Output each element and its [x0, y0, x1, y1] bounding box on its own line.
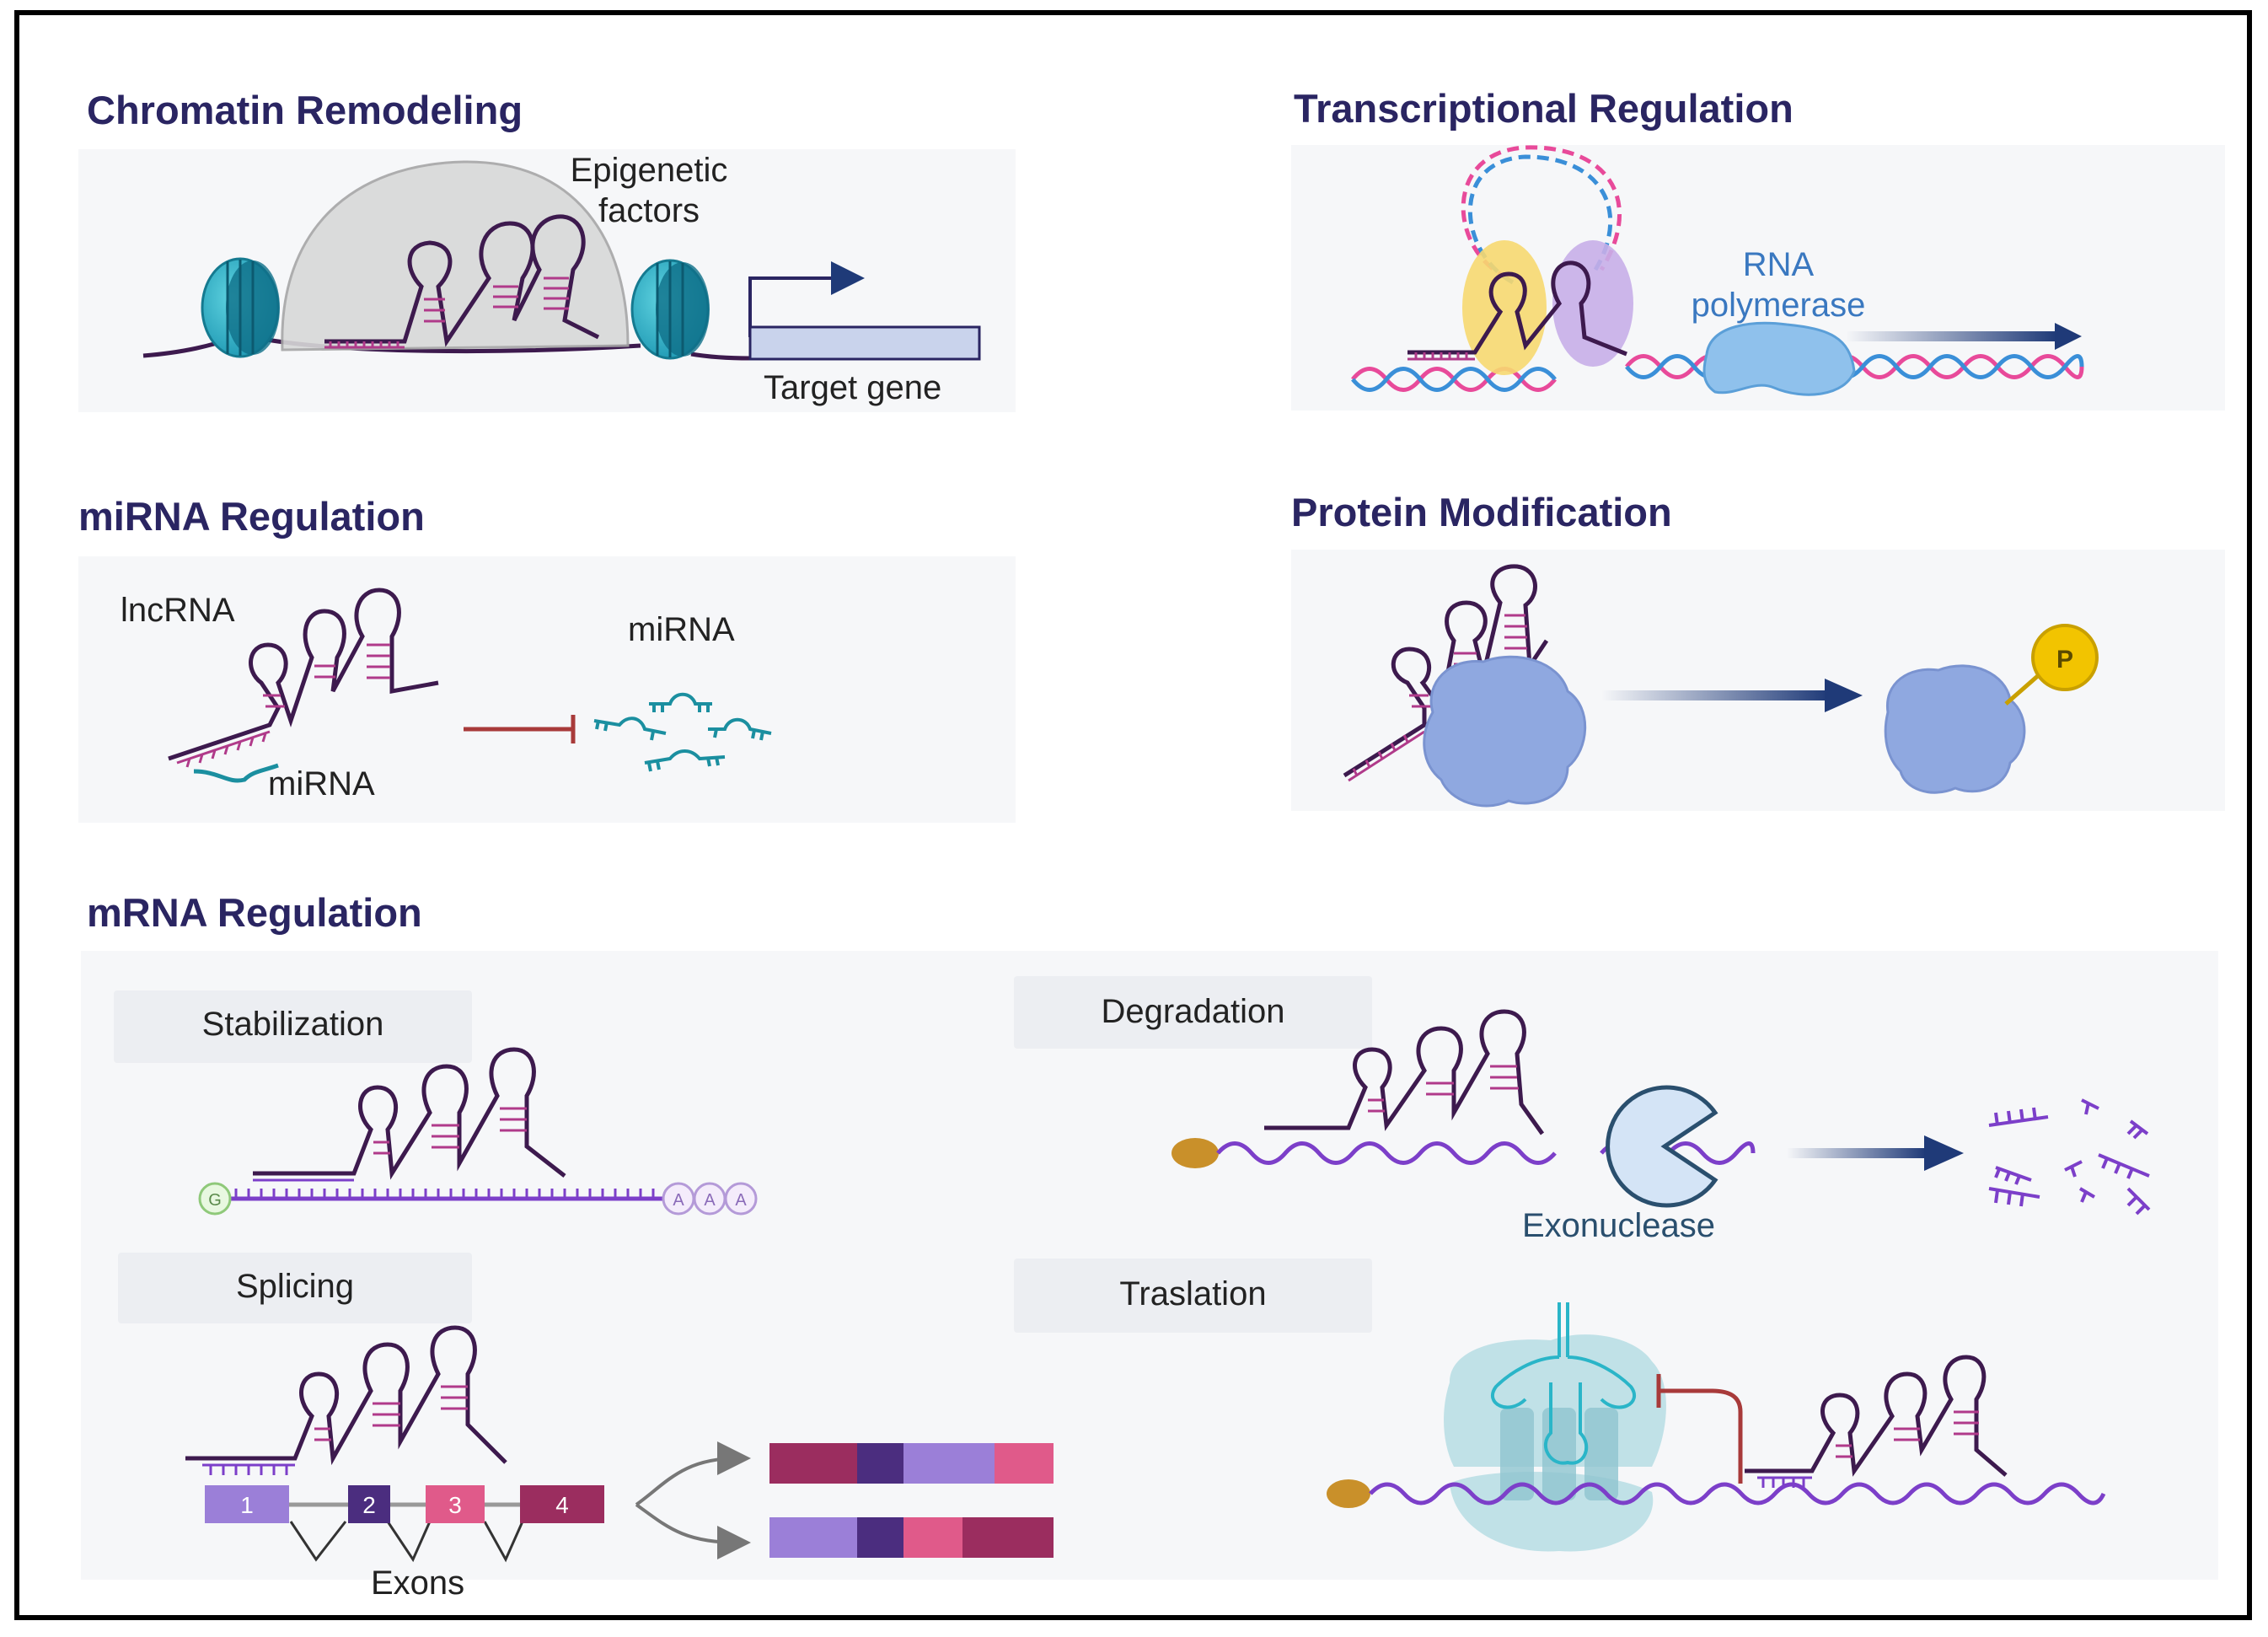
rna-pol-label-1: RNA: [1742, 246, 1815, 283]
degradation-arrow-line: [1787, 1148, 1926, 1158]
splicing-label: Splicing: [235, 1268, 355, 1305]
splicing-illustration: 1 2 3 4: [185, 1325, 1054, 1563]
nucleosome-left-icon: [201, 257, 280, 358]
phosphate-label: P: [2056, 646, 2073, 674]
phosphate-icon: [2031, 624, 2099, 691]
svg-text:1: 1: [240, 1492, 254, 1518]
stabilization-box: [114, 990, 472, 1063]
transcription-arrow-line: [1846, 331, 2056, 341]
cap-degradation-icon: [1172, 1138, 1219, 1168]
transcription-arrow-head: [2055, 323, 2082, 350]
protein-title: Protein Modification: [1291, 490, 1672, 534]
isoform-2: [769, 1517, 1054, 1558]
transcription-illustration: [1351, 145, 2084, 396]
svg-text:A: A: [673, 1191, 684, 1210]
stabilization-illustration: G A A A: [198, 1047, 758, 1216]
splice-arrow-down: [635, 1503, 751, 1559]
stabilization-label: Stabilization: [201, 1006, 384, 1043]
svg-text:4: 4: [555, 1492, 569, 1518]
exon-3: [426, 1485, 485, 1523]
yellow-factor: [1462, 240, 1547, 375]
exon-4: [520, 1485, 604, 1523]
degradation-illustration: [1172, 1009, 2151, 1216]
chromatin-title: Chromatin Remodeling: [87, 88, 523, 132]
svg-text:A: A: [735, 1191, 747, 1210]
exons-label: Exons: [371, 1565, 465, 1602]
rna-polymerase: [1702, 321, 1856, 396]
protein-blob-right: [1884, 664, 2026, 794]
polya-tail-icon: A A A: [662, 1182, 758, 1216]
lncrna-label: lncRNA: [121, 592, 235, 629]
mirna-free-label: miRNA: [628, 611, 735, 648]
dna-loop: [1461, 145, 1622, 285]
degradation-arrow-head: [1924, 1135, 1964, 1171]
svg-text:2: 2: [362, 1492, 376, 1518]
rna-pol-label-2: polymerase: [1691, 287, 1866, 324]
trna-icon: [1490, 1302, 1637, 1465]
isoform-1: [769, 1443, 1054, 1484]
lncrna-hairpins-tr: [1407, 260, 1627, 361]
svg-text:3: 3: [448, 1492, 462, 1518]
exon-1: [205, 1485, 289, 1523]
rna-fragments: [1988, 1098, 2151, 1216]
target-gene-label: Target gene: [764, 369, 942, 406]
mrna-title: mRNA Regulation: [87, 890, 422, 935]
translation-box: [1014, 1259, 1372, 1333]
degradation-label: Degradation: [1101, 993, 1285, 1030]
svg-text:G: G: [208, 1191, 222, 1210]
epigenetic-label-1: Epigenetic: [570, 152, 728, 189]
exon-2: [348, 1485, 390, 1523]
chromatin-illustration: [142, 160, 981, 361]
mirna-bound-label: miRNA: [268, 765, 375, 802]
protein-arrow-line: [1601, 690, 1829, 700]
mirna-title: miRNA Regulation: [78, 494, 425, 539]
protein-blob-left: [1423, 655, 1587, 808]
translation-label: Traslation: [1119, 1275, 1267, 1312]
inhibition-bar: [464, 715, 576, 743]
splice-arrow-up: [635, 1441, 751, 1506]
lncrna-hairpins: [324, 214, 600, 349]
exonuclease-icon: [1606, 1085, 1718, 1208]
mirna-illustration: [168, 588, 772, 783]
purple-factor: [1552, 240, 1633, 367]
protein-arrow-head: [1825, 679, 1863, 712]
transcription-title: Transcriptional Regulation: [1294, 86, 1793, 131]
degradation-box: [1014, 976, 1372, 1049]
tss-arrow: [748, 261, 865, 337]
target-gene-box: [748, 325, 981, 361]
cap-translation-icon: [1327, 1479, 1370, 1508]
exonuclease-label: Exonuclease: [1522, 1207, 1716, 1244]
nucleosome-right-icon: [630, 259, 710, 360]
free-mirnas: [593, 692, 772, 772]
translation-inhibition: [1656, 1374, 1743, 1484]
cap-icon: [198, 1182, 232, 1216]
epigenetic-dome: [281, 160, 630, 352]
epigenetic-label-2: factors: [598, 192, 700, 229]
splicing-box: [118, 1253, 472, 1323]
translation-illustration: [1327, 1302, 2106, 1552]
protein-illustration: P: [1343, 564, 2099, 808]
svg-text:A: A: [704, 1191, 716, 1210]
